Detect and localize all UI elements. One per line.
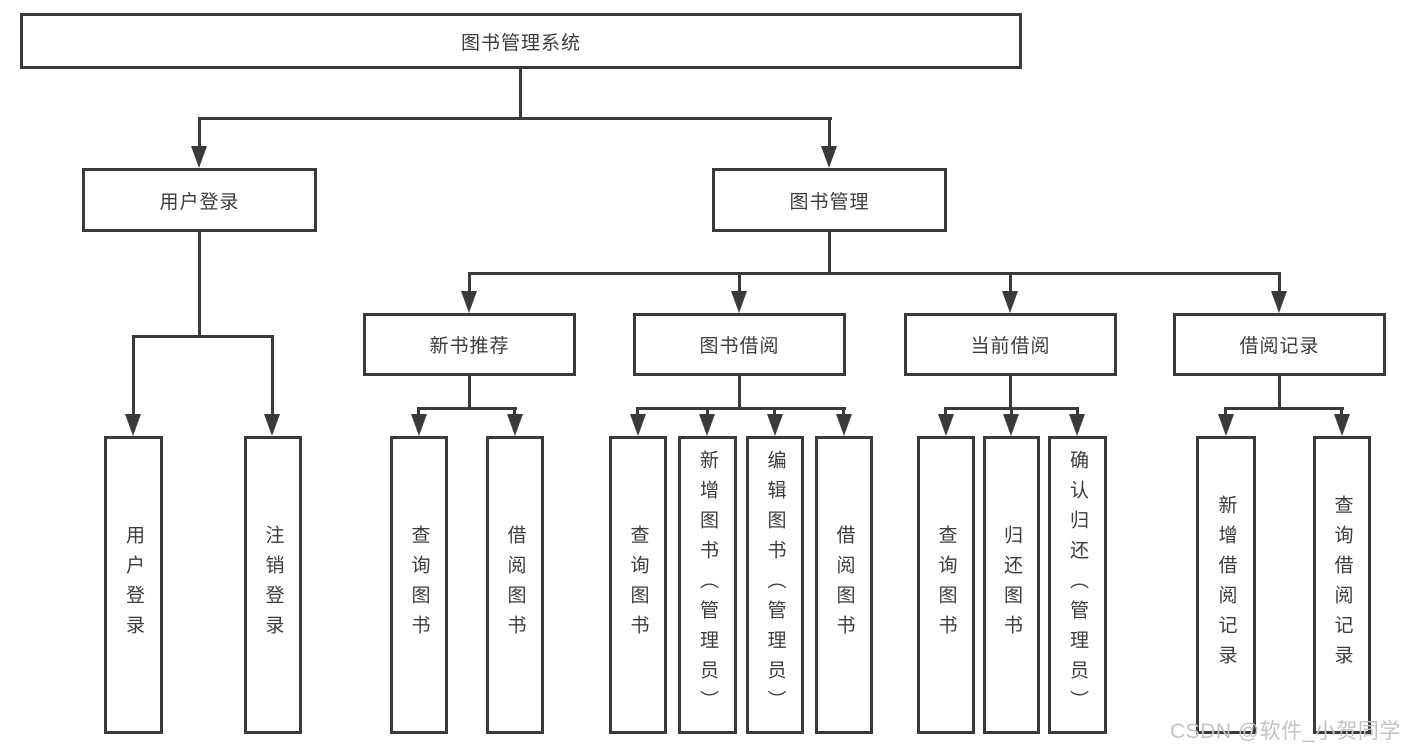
connector-to-current-borrow [1009, 272, 1012, 294]
leaf-logout-label: 注销登录 [262, 525, 284, 645]
node-new-book-recommend-label: 新书推荐 [429, 336, 510, 357]
node-book-management-label: 图书管理 [789, 191, 870, 213]
connector-records-splitter [1224, 407, 1344, 410]
connector-borrow-leaf1 [636, 407, 639, 417]
connector-to-book-borrow [738, 272, 741, 294]
connector-new-book-down [468, 375, 471, 410]
arrowhead-borrow-leaf3-icon [767, 414, 783, 436]
leaf-borrow-borrow-label: 借阅图书 [833, 525, 855, 645]
leaf-current-confirm-admin: 确认归还（管理员） [1048, 436, 1107, 734]
connector-to-book-management [828, 117, 831, 149]
leaf-borrow-add-admin: 新增图书（管理员） [678, 436, 737, 734]
connector-to-new-book [468, 272, 471, 294]
leaf-newbook-query-label: 查询图书 [408, 525, 430, 645]
connector-level1-horizontal [198, 117, 832, 120]
arrowhead-borrow-leaf1-icon [630, 414, 646, 436]
arrowhead-newbook-leaf2-icon [507, 414, 523, 436]
connector-borrow-leaf4 [842, 407, 845, 417]
node-root: 图书管理系统 [20, 13, 1022, 69]
connector-borrow-leaf2 [706, 407, 709, 417]
arrowhead-login-leaf2-icon [264, 414, 280, 436]
watermark: CSDN @软件_小贺同学 [1170, 720, 1401, 743]
node-user-login-label: 用户登录 [159, 191, 240, 213]
leaf-borrow-edit-admin: 编辑图书（管理员） [746, 436, 804, 734]
leaf-records-add-label: 新增借阅记录 [1215, 495, 1237, 675]
connector-records-leaf1 [1224, 407, 1227, 417]
connector-records-leaf2 [1340, 407, 1343, 417]
connector-login-leaf2 [271, 335, 274, 416]
connector-book-borrow-down [738, 375, 741, 410]
leaf-records-add: 新增借阅记录 [1196, 436, 1256, 734]
arrowhead-records-leaf2-icon [1334, 414, 1350, 436]
node-book-management: 图书管理 [712, 168, 947, 232]
connector-book-management-down [828, 232, 831, 275]
connector-to-user-login [198, 117, 201, 149]
connector-login-leaf1 [132, 335, 135, 416]
node-user-login: 用户登录 [82, 168, 317, 232]
connector-current-leaf3 [1076, 407, 1079, 417]
leaf-records-query: 查询借阅记录 [1313, 436, 1371, 734]
connector-newbook-leaf1 [417, 407, 420, 417]
leaf-current-return-label: 归还图书 [1001, 525, 1022, 645]
node-borrow-records: 借阅记录 [1173, 313, 1386, 376]
arrowhead-records-leaf1-icon [1218, 414, 1234, 436]
connector-to-borrow-records [1278, 272, 1281, 294]
arrowhead-current-leaf2-icon [1003, 414, 1019, 436]
arrowhead-book-management-icon [821, 146, 837, 168]
arrowhead-user-login-icon [191, 146, 207, 168]
node-current-borrow: 当前借阅 [904, 313, 1117, 376]
arrowhead-newbook-leaf1-icon [411, 414, 427, 436]
arrowhead-book-borrow-icon [731, 291, 747, 313]
arrowhead-current-leaf3-icon [1069, 414, 1085, 436]
leaf-user-login: 用户登录 [104, 436, 163, 734]
node-book-borrow-label: 图书借阅 [699, 336, 780, 357]
leaf-borrow-add-admin-label: 新增图书（管理员） [697, 450, 718, 720]
leaf-borrow-query-label: 查询图书 [627, 525, 649, 645]
connector-borrow-records-down [1278, 375, 1281, 410]
node-borrow-records-label: 借阅记录 [1239, 336, 1320, 357]
node-new-book-recommend: 新书推荐 [363, 313, 576, 376]
connector-borrow-leaf3 [773, 407, 776, 417]
leaf-current-query: 查询图书 [917, 436, 975, 734]
node-root-label: 图书管理系统 [460, 32, 581, 54]
connector-user-login-down [198, 232, 201, 338]
connector-newbook-splitter [417, 407, 517, 410]
connector-current-borrow-down [1009, 375, 1012, 410]
leaf-newbook-query: 查询图书 [390, 436, 448, 734]
arrowhead-current-borrow-icon [1002, 291, 1018, 313]
connector-current-leaf2 [1010, 407, 1013, 417]
connector-current-leaf1 [944, 407, 947, 417]
arrowhead-borrow-records-icon [1271, 291, 1287, 313]
leaf-newbook-borrow-label: 借阅图书 [504, 525, 526, 645]
connector-login-splitter [132, 335, 274, 338]
arrowhead-borrow-leaf2-icon [699, 414, 715, 436]
arrowhead-new-book-icon [461, 291, 477, 313]
node-current-borrow-label: 当前借阅 [970, 336, 1051, 357]
leaf-current-return: 归还图书 [983, 436, 1040, 734]
leaf-current-confirm-admin-label: 确认归还（管理员） [1067, 450, 1088, 720]
leaf-logout: 注销登录 [244, 436, 302, 734]
leaf-user-login-label: 用户登录 [123, 525, 144, 645]
leaf-borrow-query: 查询图书 [609, 436, 667, 734]
leaf-current-query-label: 查询图书 [935, 525, 957, 645]
connector-level2-horizontal [468, 272, 1281, 275]
connector-newbook-leaf2 [513, 407, 516, 417]
arrowhead-borrow-leaf4-icon [836, 414, 852, 436]
leaf-borrow-edit-admin-label: 编辑图书（管理员） [764, 450, 786, 720]
leaf-newbook-borrow: 借阅图书 [486, 436, 544, 734]
connector-borrow-splitter [636, 407, 846, 410]
connector-root-down [519, 69, 522, 119]
arrowhead-current-leaf1-icon [938, 414, 954, 436]
leaf-records-query-label: 查询借阅记录 [1331, 495, 1353, 675]
node-book-borrow: 图书借阅 [633, 313, 846, 376]
leaf-borrow-borrow: 借阅图书 [815, 436, 873, 734]
arrowhead-login-leaf1-icon [125, 414, 141, 436]
